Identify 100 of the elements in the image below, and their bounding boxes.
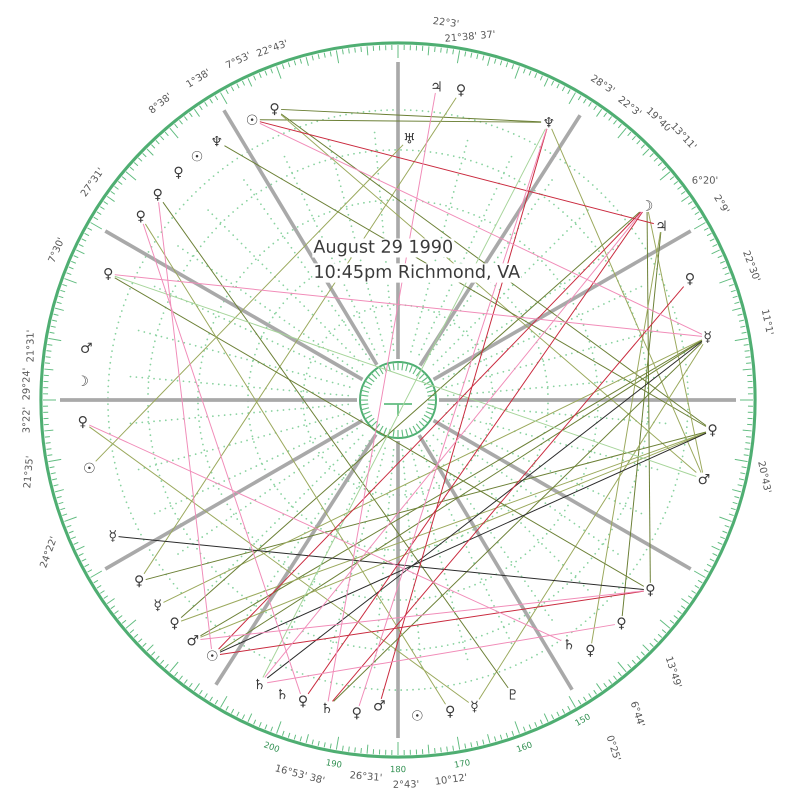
degree-label: 21°35' (22, 454, 34, 490)
planet-symbol: ♂ (185, 634, 200, 647)
planet-symbol: ♀ (644, 583, 657, 598)
aspect-line (142, 223, 301, 694)
planet-symbol: ♀ (151, 188, 164, 202)
aspect-line (646, 212, 651, 584)
planet-symbol: ♂ (372, 699, 387, 712)
scale-number: 150 (572, 711, 593, 728)
degree-label: 22°3' (431, 15, 461, 29)
planet-symbol: ☉ (244, 113, 260, 126)
degree-label: 0°25' (604, 732, 624, 764)
degree-label: 20°43' (756, 458, 774, 496)
planet-symbol: ♀ (268, 102, 281, 116)
planet-symbol: ♀ (134, 209, 148, 224)
planet-symbol: ☿ (152, 598, 164, 612)
degree-label: 29°24' (21, 366, 31, 402)
aspect-line (591, 232, 661, 644)
aspect-line (118, 536, 644, 590)
aspect-line (478, 344, 704, 700)
aspect-line (280, 113, 706, 426)
planet-symbol: ♅ (402, 132, 417, 145)
planet-symbol: ♀ (172, 166, 185, 180)
aspect-line (259, 121, 654, 224)
planet-symbol: ♃ (654, 219, 669, 232)
planet-symbol: ♆ (541, 116, 556, 129)
degree-label: 16°53' 38' (273, 762, 327, 786)
degree-label: 7°53' (222, 50, 254, 70)
degree-label: 21°31' (25, 328, 35, 364)
planet-symbol: ♄ (252, 678, 267, 690)
aspect-line (333, 342, 702, 702)
planet-symbol: ♀ (296, 694, 310, 709)
aspect-line (144, 223, 446, 705)
planet-symbol: ☿ (469, 700, 480, 714)
aspect-line (551, 128, 702, 474)
aspect-line (114, 276, 697, 477)
planet-symbol: ☽ (640, 199, 654, 212)
planet-symbol: ♇ (505, 688, 520, 701)
aspect-line (158, 202, 212, 650)
planet-symbol: ♂ (78, 342, 94, 354)
aspect-line (266, 624, 616, 684)
aspect-line (200, 590, 644, 640)
aspect-line (95, 144, 404, 462)
aspect-line (145, 432, 706, 580)
planet-symbol: ♄ (320, 702, 334, 714)
aspect-line (622, 232, 662, 617)
planet-symbol: ♆ (209, 134, 224, 148)
degree-label: 10°12' (433, 772, 469, 786)
degree-label: 6°20' (690, 175, 720, 185)
scale-number: 180 (388, 764, 408, 774)
degree-label: 24°22' (38, 534, 58, 570)
aspect-line (144, 97, 457, 574)
aspect-line (162, 202, 509, 688)
aspect-line (648, 212, 704, 474)
degree-label: 3°22' (21, 406, 31, 434)
planet-symbol: ☿ (702, 330, 714, 344)
planet-symbol: ♀ (584, 644, 597, 658)
planet-symbol: ♀ (454, 83, 468, 98)
planet-symbol: ♃ (429, 80, 444, 93)
planet-symbol: ♀ (102, 266, 114, 282)
scale-number: 200 (262, 740, 282, 754)
aspect-line (88, 424, 562, 642)
planet-symbol: ♀ (168, 616, 181, 631)
aspect-line (328, 92, 436, 702)
aspect-line (332, 286, 684, 702)
aspect-line (114, 277, 644, 587)
aspect-line (88, 426, 470, 703)
degree-label: 2°43' (392, 778, 420, 790)
planet-symbol: ♀ (132, 574, 146, 588)
scale-number: 160 (514, 740, 534, 754)
planet-symbol: ☽ (75, 374, 90, 387)
planet-symbol: ♀ (444, 704, 456, 719)
planet-symbol: ♀ (350, 706, 364, 720)
degree-label: 6°44' (628, 698, 648, 730)
planet-symbol: ♂ (696, 472, 712, 486)
planet-symbol: ♀ (706, 423, 719, 438)
aspect-line (259, 122, 702, 335)
planet-symbol: ☉ (410, 709, 425, 722)
planet-symbol: ☉ (82, 462, 97, 474)
aspect-line (259, 119, 542, 123)
planet-symbol: ♀ (684, 272, 696, 286)
planet-symbol: ☉ (204, 649, 220, 662)
planet-symbol: ♀ (76, 414, 90, 430)
scale-number: 190 (324, 758, 344, 770)
degree-label: 21°38' 37' (443, 28, 497, 44)
planet-symbol: ☿ (107, 529, 118, 544)
scale-number: 170 (452, 758, 472, 770)
planet-symbol: ♀ (615, 616, 628, 631)
aspect-line (262, 128, 546, 678)
aspect-line (162, 339, 702, 603)
degree-label: 13°49' (664, 654, 684, 690)
aspect-line (114, 274, 702, 337)
degree-label: 26°31' (348, 770, 384, 782)
date-text: 10:45pm Richmond, VA (312, 263, 522, 283)
aspect-line (266, 340, 702, 679)
degree-label: 7°30' (46, 234, 66, 266)
aspect-line (280, 114, 697, 474)
aspect-line (219, 590, 644, 655)
planet-symbol: ☉ (190, 150, 204, 162)
date-text: August 29 1990 (312, 238, 454, 258)
planet-symbol: ♄ (274, 688, 290, 700)
